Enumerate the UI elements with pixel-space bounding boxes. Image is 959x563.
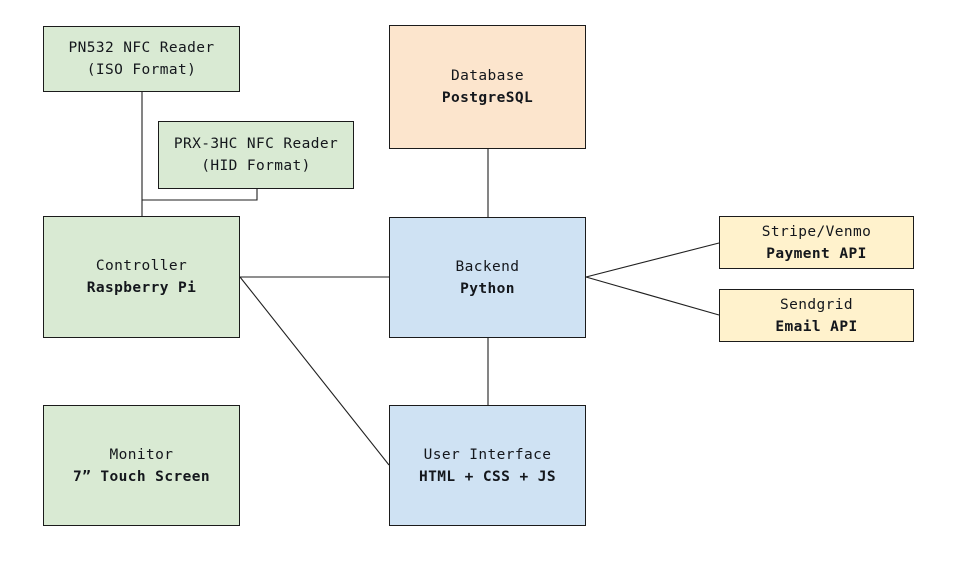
node-backend: Backend Python	[389, 217, 586, 338]
node-database: Database PostgreSQL	[389, 25, 586, 149]
node-monitor: Monitor 7” Touch Screen	[43, 405, 240, 526]
node-prx3hc-nfc-reader: PRX-3HC NFC Reader (HID Format)	[158, 121, 354, 189]
node-label: Sendgrid	[779, 296, 854, 313]
node-label: PN532 NFC Reader	[68, 40, 215, 56]
node-pn532-nfc-reader: PN532 NFC Reader (ISO Format)	[43, 26, 240, 92]
node-email-api: Sendgrid Email API	[719, 289, 914, 342]
node-sublabel: Email API	[775, 318, 858, 335]
edge-backend-to-payment	[585, 242, 720, 278]
node-sublabel: Raspberry Pi	[86, 280, 197, 296]
node-payment-api: Stripe/Venmo Payment API	[719, 216, 914, 269]
node-label: PRX-3HC NFC Reader	[173, 136, 339, 152]
edge-controller-to-ui	[239, 276, 390, 466]
node-label: Controller	[95, 258, 188, 274]
node-label: User Interface	[423, 446, 552, 463]
node-sublabel: PostgreSQL	[441, 90, 534, 106]
node-label: Backend	[455, 258, 520, 275]
node-sublabel: (ISO Format)	[86, 62, 197, 78]
node-label: Monitor	[109, 446, 174, 463]
node-sublabel: Python	[460, 280, 515, 297]
node-label: Stripe/Venmo	[761, 223, 872, 240]
node-sublabel: (HID Format)	[201, 158, 311, 174]
node-sublabel: Payment API	[766, 245, 867, 262]
node-controller: Controller Raspberry Pi	[43, 216, 240, 338]
node-sublabel: HTML + CSS + JS	[419, 468, 556, 485]
node-user-interface: User Interface HTML + CSS + JS	[389, 405, 586, 526]
edge-backend-to-email	[585, 276, 720, 316]
node-sublabel: 7” Touch Screen	[73, 468, 210, 485]
edge-prx3hc-to-controller	[142, 189, 258, 201]
node-label: Database	[450, 68, 525, 84]
